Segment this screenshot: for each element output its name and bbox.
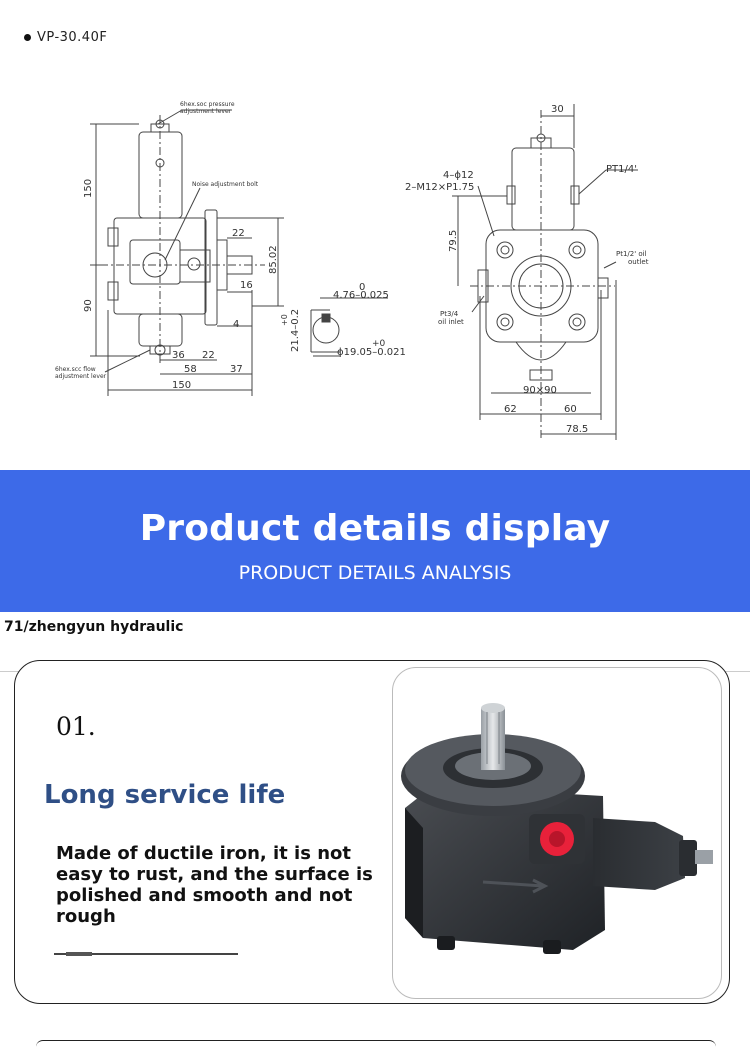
dim-22b: 22 — [202, 350, 215, 361]
dim-58: 58 — [184, 364, 197, 375]
flow-lever-label-1: 6hex.scc flow — [55, 366, 96, 373]
shaft-key-top: 0 — [359, 282, 365, 293]
dim-90: 90 — [83, 299, 94, 312]
dim-60: 60 — [564, 404, 577, 415]
decorative-underline — [54, 953, 238, 955]
right-cylinder — [511, 147, 575, 231]
pressure-lever-label-2: adjustment lever — [180, 108, 232, 115]
bullet-icon — [24, 34, 31, 41]
flow-lever-label-2: adjustment lever — [55, 373, 107, 380]
next-card-edge — [36, 1040, 716, 1047]
shaft-height: 21.4–0.2 — [290, 309, 301, 352]
technical-drawing: 6hex.soc pressure adjustment lever Noise… — [55, 101, 649, 440]
outlet-label-1: Pt1/2' oil — [616, 250, 647, 258]
banner-subtitle: PRODUCT DETAILS ANALYSIS — [238, 562, 512, 584]
dim-37: 37 — [230, 364, 243, 375]
flange — [204, 209, 218, 326]
section-banner — [0, 470, 750, 612]
dim-79-5: 79.5 — [448, 230, 459, 252]
pump-illustration — [401, 703, 713, 954]
pt14-label: PT1/4' — [606, 164, 637, 175]
inlet-label-1: Pt3/4 — [440, 310, 459, 318]
pump-boss — [593, 818, 685, 890]
dim-150-vertical: 150 — [83, 179, 94, 198]
holes-label: 4–ϕ12 — [443, 170, 474, 181]
feature-title: Long service life — [44, 780, 286, 810]
shaft-key-width: 4.76–0.025 — [333, 290, 389, 301]
shaft — [226, 255, 253, 275]
brand-label: 71/zhengyun hydraulic — [4, 619, 184, 635]
model-text: VP-30.40F — [37, 30, 108, 45]
dim-16: 16 — [240, 280, 253, 291]
feature-description: Made of ductile iron, it is not easy to … — [56, 843, 373, 927]
noise-bolt-label: Noise adjustment bolt — [192, 181, 259, 188]
dim-62: 62 — [504, 404, 517, 415]
dim-4: 4 — [233, 319, 239, 330]
dim-36: 36 — [172, 350, 185, 361]
pump-shaft — [481, 708, 505, 770]
feature-number: 01. — [56, 712, 96, 741]
shaft-diameter: ϕ19.05–0.021 — [337, 347, 406, 358]
underline-accent — [66, 952, 92, 956]
shaft-diameter-tol: +0 — [372, 339, 386, 349]
dim-22: 22 — [232, 228, 245, 239]
thread-label: 2–M12×P1.75 — [405, 182, 474, 193]
dim-78-5: 78.5 — [566, 424, 588, 435]
dim-150-horizontal: 150 — [172, 380, 191, 391]
adjust-screw — [695, 850, 713, 864]
shaft-height-tol: +0 — [280, 314, 289, 326]
dim-90x90: 90×90 — [523, 385, 557, 396]
model-label: VP-30.40F — [24, 30, 107, 45]
inlet-label-2: oil inlet — [438, 318, 464, 326]
dim-85-02: 85.02 — [268, 245, 279, 274]
product-photo-frame — [392, 667, 722, 999]
outlet-label-2: outlet — [628, 258, 649, 266]
dim-30: 30 — [551, 104, 564, 115]
banner-title: Product details display — [139, 508, 611, 549]
pressure-lever-label-1: 6hex.soc pressure — [180, 101, 235, 108]
